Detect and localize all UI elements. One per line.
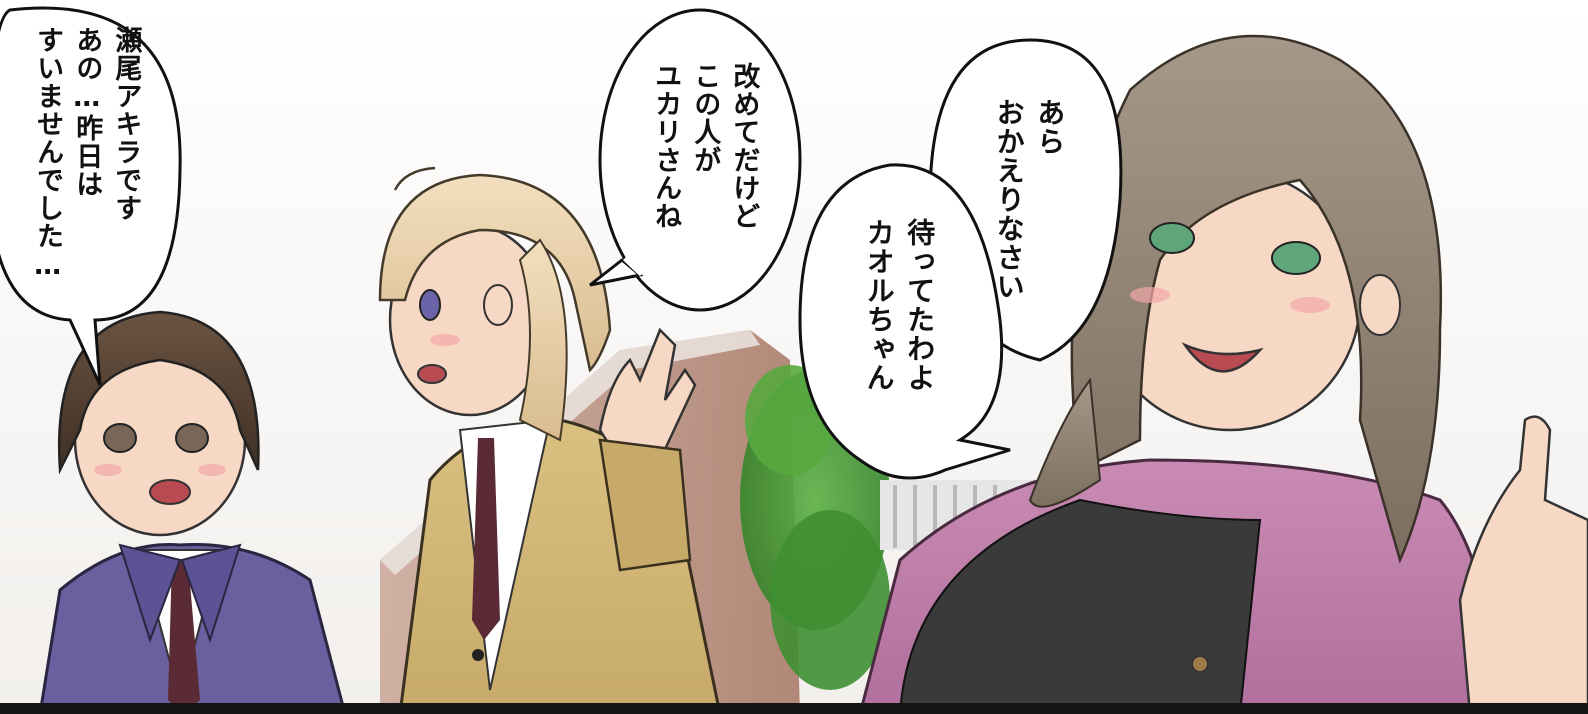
speech-bubble-3-text: あら おかえりなさい	[988, 98, 1069, 358]
panel-bottom-border	[0, 703, 1588, 714]
character-woman	[858, 34, 1588, 714]
speech-bubble-1	[0, 6, 182, 386]
character-left-student	[38, 310, 347, 714]
character-blonde-student	[378, 166, 722, 714]
bubble-3-line-2: おかえりなさい	[992, 98, 1026, 301]
bubble-4-line-2: カオルちゃん	[862, 218, 896, 392]
speech-bubble-2	[589, 8, 802, 312]
speech-bubble-2-text: 改めてだけど この人が ユカリさんね	[646, 62, 763, 282]
speech-bubble-1-text: 瀬尾アキラです あの…昨日は すいませんでした…	[28, 26, 145, 326]
bubble-3-line-1: あら	[1033, 98, 1067, 156]
speech-bubble-4-text: 待ってたわよ カオルちゃん	[858, 218, 939, 448]
bubble-1-line-1: 瀬尾アキラです	[110, 26, 142, 222]
bubble-2-line-3: ユカリさんね	[650, 62, 682, 230]
bubble-2-line-2: この人が	[689, 62, 721, 174]
speech-bubble-4	[798, 163, 1011, 480]
bubble-2-line-1: 改めてだけど	[728, 62, 760, 230]
bubble-1-line-3: すいませんでした…	[32, 26, 64, 282]
bubble-4-line-1: 待ってたわよ	[903, 218, 937, 392]
bubble-1-line-2: あの…昨日は	[71, 26, 103, 198]
